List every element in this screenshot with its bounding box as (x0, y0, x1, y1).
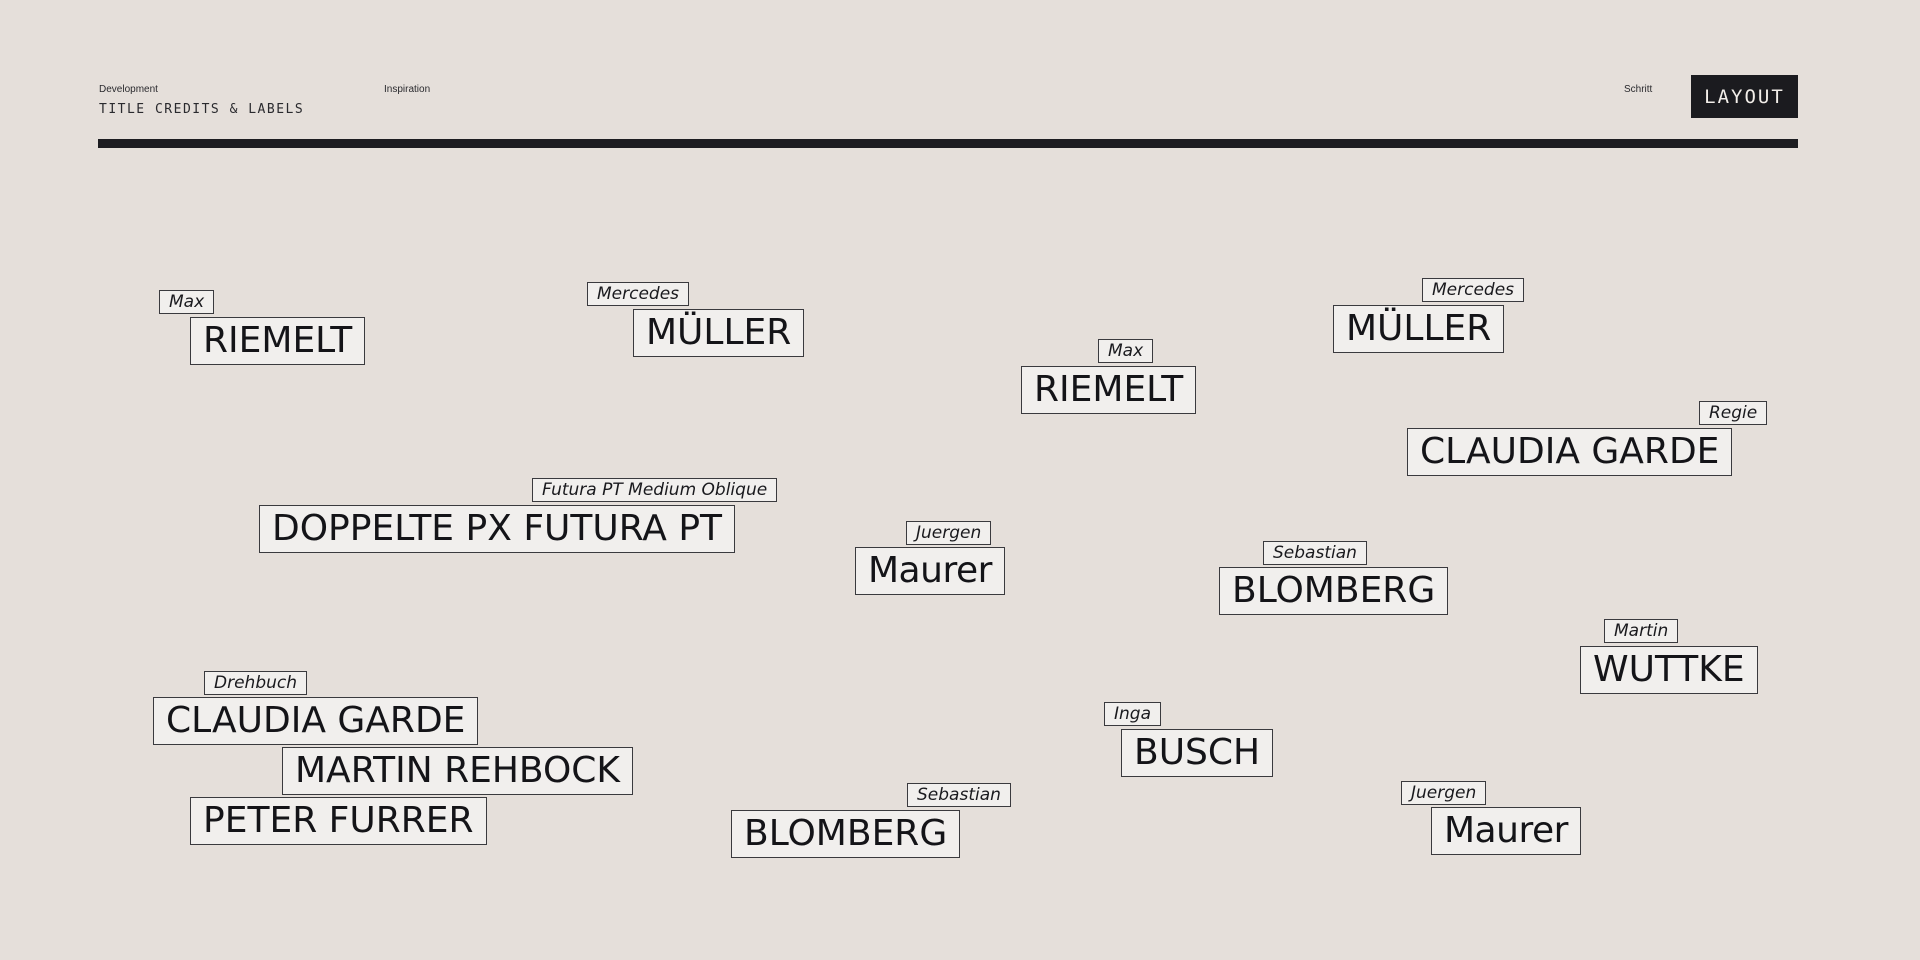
credit-label: Inga (1104, 702, 1161, 726)
credit-label: Max (159, 290, 215, 314)
page-title: TITLE CREDITS & LABELS (99, 102, 305, 117)
header-divider (98, 139, 1798, 148)
credit-name: MÜLLER (633, 309, 805, 357)
credit-name: RIEMELT (190, 317, 366, 365)
layout-button[interactable]: LAYOUT (1691, 75, 1798, 118)
header-inspiration-label: Inspiration (384, 84, 431, 95)
credit-name: CLAUDIA GARDE (153, 697, 479, 745)
credit-name: CLAUDIA GARDE (1407, 428, 1733, 476)
credit-name: MARTIN REHBOCK (282, 747, 634, 795)
credit-name: BUSCH (1121, 729, 1274, 777)
credit-name: PETER FURRER (190, 797, 487, 845)
credit-name: BLOMBERG (1219, 567, 1449, 615)
credit-name: BLOMBERG (731, 810, 961, 858)
credit-label: Drehbuch (204, 671, 307, 695)
credit-label: Martin (1604, 619, 1679, 643)
credit-name: DOPPELTE PX FUTURA PT (259, 505, 736, 553)
header-schritt-label: Schritt (1624, 84, 1653, 95)
credit-name: Maurer (1431, 807, 1581, 855)
header-development-label: Development (99, 84, 158, 95)
credit-label: Juergen (906, 521, 992, 545)
credit-label: Regie (1699, 401, 1768, 425)
credit-label: Juergen (1401, 781, 1487, 805)
credit-name: WUTTKE (1580, 646, 1758, 694)
credit-name: MÜLLER (1333, 305, 1505, 353)
credit-label: Sebastian (907, 783, 1011, 807)
credit-label: Max (1098, 339, 1154, 363)
credit-name: RIEMELT (1021, 366, 1197, 414)
credit-name: Maurer (855, 547, 1005, 595)
credit-label: Mercedes (1422, 278, 1525, 302)
credit-label: Futura PT Medium Oblique (532, 478, 778, 502)
credit-label: Mercedes (587, 282, 690, 306)
credit-label: Sebastian (1263, 541, 1367, 565)
